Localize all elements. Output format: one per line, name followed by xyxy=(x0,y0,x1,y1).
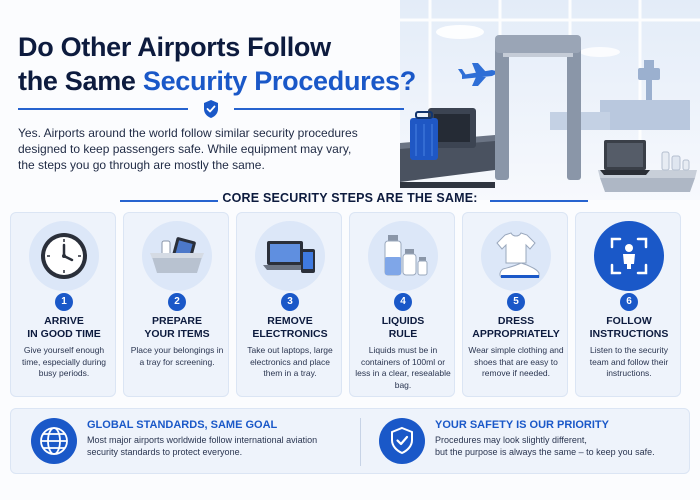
step-number: 1 xyxy=(55,293,73,311)
step-description: Listen to the security team and follow t… xyxy=(589,345,669,378)
title-line-2-prefix: the Same xyxy=(18,66,143,96)
clock-icon xyxy=(41,233,87,279)
intro-text: Yes. Airports around the world follow si… xyxy=(18,126,358,172)
steps-heading-text: CORE SECURITY STEPS ARE THE SAME: xyxy=(222,191,478,205)
airplane-icon xyxy=(458,63,500,86)
title-line-2: the Same Security Procedures? xyxy=(18,64,416,98)
step-description: Place your belongings in a tray for scre… xyxy=(130,345,224,367)
page-title: Do Other Airports Follow the Same Securi… xyxy=(18,30,416,98)
steps-heading: CORE SECURITY STEPS ARE THE SAME: xyxy=(0,191,700,209)
person-scan-icon xyxy=(610,237,648,275)
step-description: Liquids must be in containers of 100ml o… xyxy=(355,345,451,390)
step-number: 2 xyxy=(168,293,186,311)
step-number: 6 xyxy=(620,293,638,311)
bottom-panel: GLOBAL STANDARDS, SAME GOAL Most major a… xyxy=(10,408,690,474)
step-number: 3 xyxy=(281,293,299,311)
step-description: Give yourself enough time, especially du… xyxy=(21,345,107,378)
laptop-phone-icon xyxy=(263,241,315,273)
shirt-shoe-icon xyxy=(496,232,540,278)
title-divider xyxy=(18,100,404,118)
shield-check-icon xyxy=(204,100,218,118)
title-highlight: Security Procedures? xyxy=(142,66,416,96)
tray-icon xyxy=(150,237,204,273)
globe-icon xyxy=(31,418,77,464)
liquid-bottles-icon xyxy=(384,235,428,276)
global-standards-title: GLOBAL STANDARDS, SAME GOAL xyxy=(87,419,278,431)
step-description: Take out laptops, large electronics and … xyxy=(247,345,333,378)
security-checkpoint-illustration xyxy=(400,0,700,200)
step-number: 4 xyxy=(394,293,412,311)
step-number: 5 xyxy=(507,293,525,311)
safety-priority-title: YOUR SAFETY IS OUR PRIORITY xyxy=(435,419,609,431)
safety-priority-text: Procedures may look slightly different, … xyxy=(435,435,655,457)
step-description: Wear simple clothing and shoes that are … xyxy=(468,345,564,378)
panel-divider xyxy=(360,418,361,466)
title-line-1: Do Other Airports Follow xyxy=(18,32,331,62)
shield-check-icon xyxy=(379,418,425,464)
global-standards-text: Most major airports worldwide follow int… xyxy=(87,435,318,457)
